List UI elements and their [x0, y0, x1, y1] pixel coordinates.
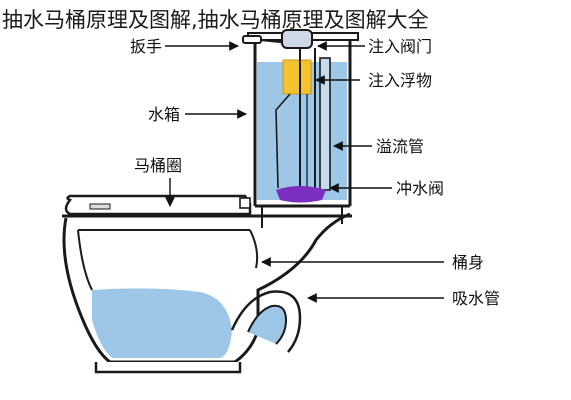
overflow-pipe — [319, 57, 331, 191]
label-inlet-float: 注入浮物 — [368, 71, 432, 90]
label-bowl-body: 桶身 — [452, 253, 484, 272]
label-tank: 水箱 — [148, 105, 180, 124]
label-overflow-pipe: 溢流管 — [376, 137, 424, 156]
bowl-water — [92, 288, 232, 358]
tank — [242, 29, 359, 216]
page-title: 抽水马桶原理及图解,抽水马桶原理及图解大全 — [2, 8, 429, 32]
label-inlet-valve: 注入阀门 — [368, 37, 432, 56]
label-handle: 扳手 — [130, 37, 162, 56]
flush-valve — [276, 186, 326, 203]
bowl — [62, 212, 351, 374]
siphon-trap — [230, 290, 302, 353]
inlet-valve — [281, 29, 313, 49]
seat — [62, 194, 352, 218]
label-seat: 马桶圈 — [134, 156, 182, 175]
label-siphon-pipe: 吸水管 — [452, 289, 500, 308]
inlet-float — [282, 59, 312, 95]
label-flush-valve: 冲水阀 — [396, 179, 444, 198]
